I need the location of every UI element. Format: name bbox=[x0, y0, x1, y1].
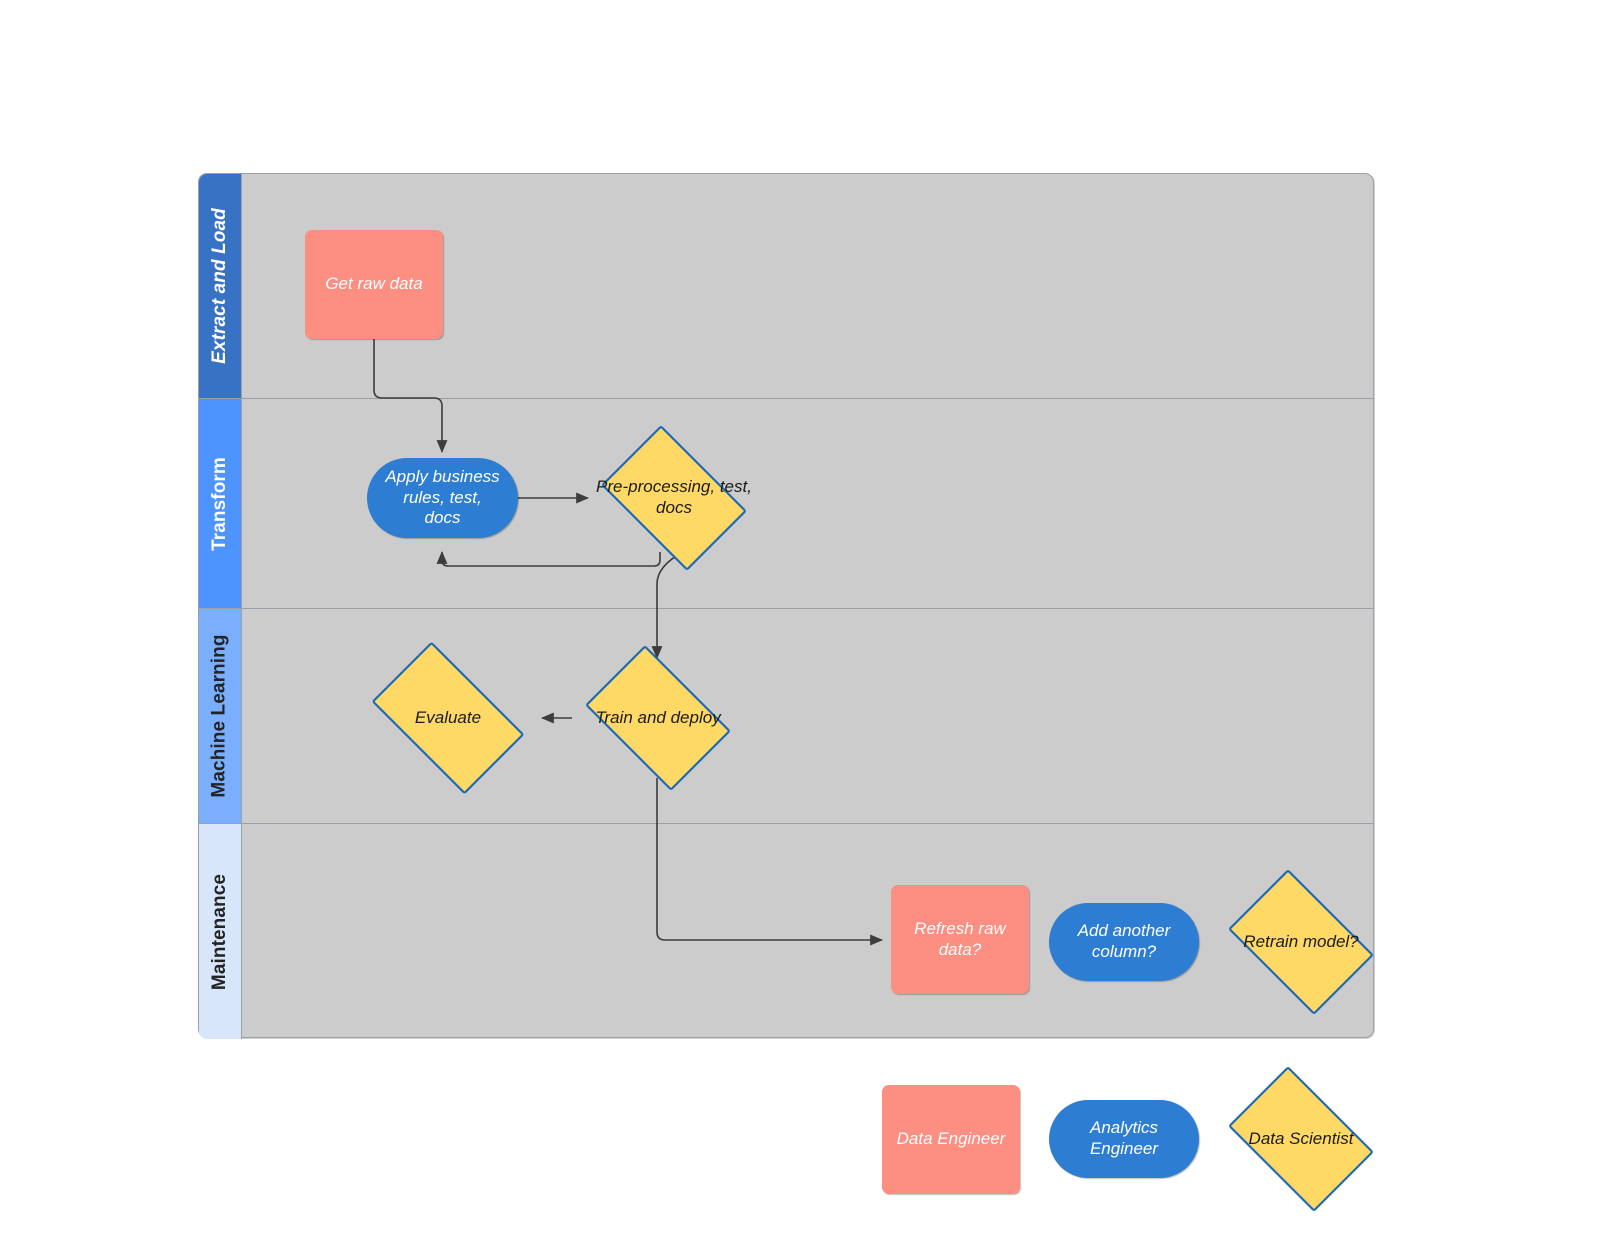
lane-maintenance: Maintenance bbox=[199, 824, 1373, 1039]
lane-label-extract-and-load: Extract and Load bbox=[209, 208, 230, 364]
legend-item-data-engineer: Data Engineer bbox=[882, 1085, 1020, 1194]
node-label-pre-processing: Pre-processing, test, docs bbox=[596, 477, 752, 517]
node-train-and-deploy[interactable]: Train and deploy bbox=[572, 645, 744, 791]
legend-item-analytics-engineer: Analytics Engineer bbox=[1049, 1100, 1199, 1178]
lane-header-maintenance: Maintenance bbox=[199, 824, 242, 1039]
node-label-get-raw-data: Get raw data bbox=[325, 274, 423, 294]
node-label-add-another-column: Add another column? bbox=[1077, 921, 1171, 961]
node-refresh-raw-data[interactable]: Refresh raw data? bbox=[891, 885, 1029, 994]
lane-body-maintenance bbox=[242, 824, 1373, 1039]
node-label-refresh-raw-data: Refresh raw data? bbox=[914, 918, 1006, 959]
lane-label-maintenance: Maintenance bbox=[209, 873, 230, 990]
node-retrain-model[interactable]: Retrain model? bbox=[1215, 869, 1387, 1015]
node-pre-processing[interactable]: Pre-processing, test, docs bbox=[588, 425, 760, 571]
lane-header-transform: Transform bbox=[199, 399, 242, 608]
legend-label-data-scientist: Data Scientist bbox=[1248, 1128, 1354, 1148]
node-label-apply-business-rules: Apply business rules, test, docs bbox=[385, 466, 500, 528]
lane-label-transform: Transform bbox=[209, 456, 231, 551]
node-label-retrain-model: Retrain model? bbox=[1243, 931, 1359, 951]
node-label-evaluate: Evaluate bbox=[414, 707, 482, 727]
lane-transform: Transform bbox=[199, 399, 1373, 609]
node-label-train-and-deploy: Train and deploy bbox=[595, 707, 721, 727]
lane-extract-and-load: Extract and Load bbox=[199, 174, 1373, 399]
lane-header-extract-and-load: Extract and Load bbox=[199, 174, 242, 398]
legend-label-data-engineer: Data Engineer bbox=[896, 1129, 1006, 1149]
node-apply-business-rules[interactable]: Apply business rules, test, docs bbox=[367, 458, 518, 538]
legend-item-data-scientist: Data Scientist bbox=[1215, 1066, 1387, 1212]
node-evaluate[interactable]: Evaluate bbox=[355, 641, 541, 795]
node-get-raw-data[interactable]: Get raw data bbox=[305, 230, 443, 339]
lane-label-machine-learning: Machine Learning bbox=[209, 634, 231, 798]
legend-label-analytics-engineer: Analytics Engineer bbox=[1089, 1118, 1159, 1158]
node-add-another-column[interactable]: Add another column? bbox=[1049, 903, 1199, 981]
lane-header-machine-learning: Machine Learning bbox=[199, 609, 242, 823]
